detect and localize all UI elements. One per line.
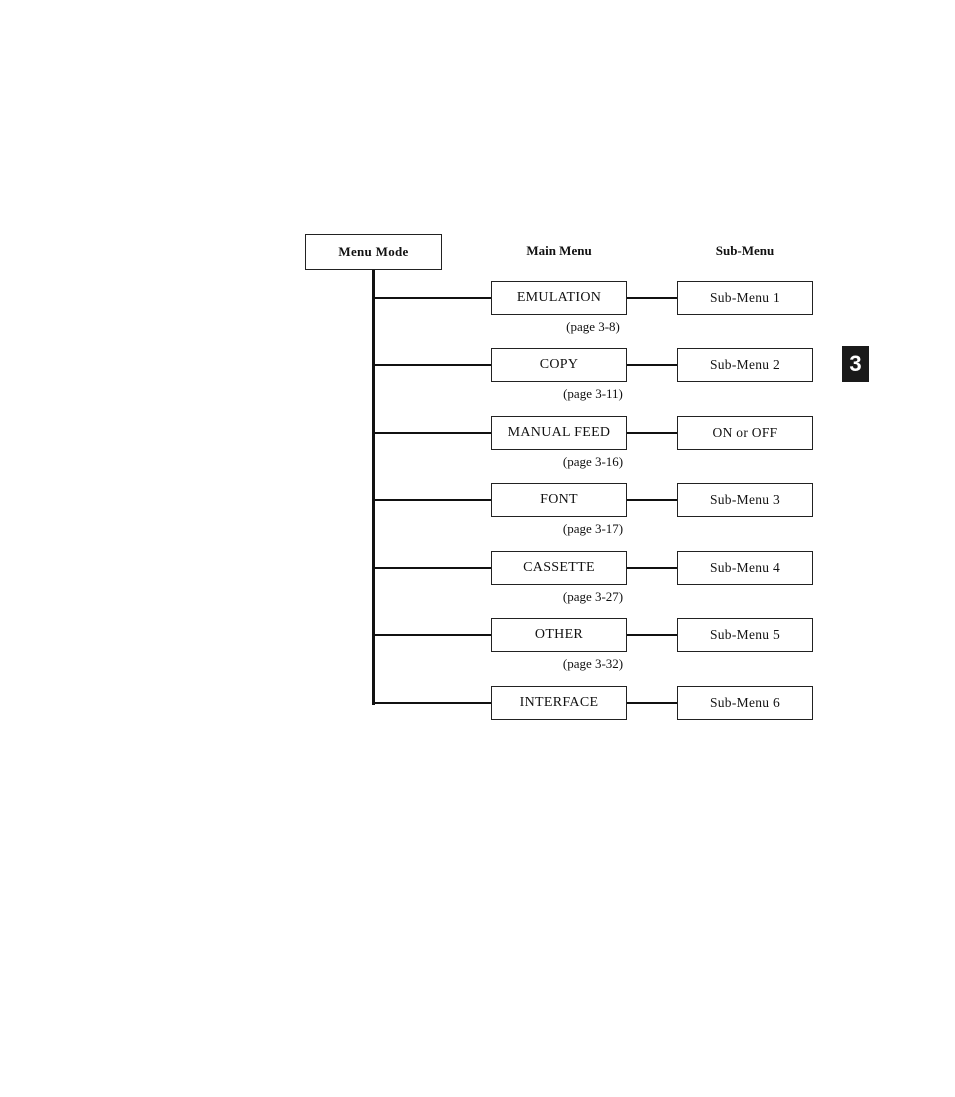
sub-menu-1: Sub-Menu 1 — [677, 281, 813, 315]
link-line-cassette — [627, 567, 678, 569]
sub-menu-2: Sub-Menu 2 — [677, 348, 813, 382]
page-ref-other: (page 3-32) — [543, 656, 643, 672]
main-menu-cassette: CASSETTE — [491, 551, 627, 585]
link-line-copy — [627, 364, 678, 366]
sub-menu-on-off: ON or OFF — [677, 416, 813, 450]
menu-mode-box: Menu Mode — [305, 234, 442, 270]
main-menu-manual-feed: MANUAL FEED — [491, 416, 627, 450]
link-line-manual-feed — [627, 432, 678, 434]
branch-line-copy — [372, 364, 492, 366]
tree-trunk-line — [372, 270, 375, 705]
page-ref-font: (page 3-17) — [543, 521, 643, 537]
branch-line-font — [372, 499, 492, 501]
branch-line-other — [372, 634, 492, 636]
link-line-emulation — [627, 297, 678, 299]
main-menu-emulation: EMULATION — [491, 281, 627, 315]
page-ref-copy: (page 3-11) — [543, 386, 643, 402]
main-menu-interface: INTERFACE — [491, 686, 627, 720]
link-line-interface — [627, 702, 678, 704]
page-ref-emulation: (page 3-8) — [543, 319, 643, 335]
page-ref-cassette: (page 3-27) — [543, 589, 643, 605]
main-menu-header: Main Menu — [489, 243, 629, 259]
branch-line-interface — [372, 702, 492, 704]
link-line-font — [627, 499, 678, 501]
sub-menu-3: Sub-Menu 3 — [677, 483, 813, 517]
page-ref-manual-feed: (page 3-16) — [543, 454, 643, 470]
sub-menu-5: Sub-Menu 5 — [677, 618, 813, 652]
chapter-tab: 3 — [842, 346, 869, 382]
main-menu-other: OTHER — [491, 618, 627, 652]
sub-menu-4: Sub-Menu 4 — [677, 551, 813, 585]
sub-menu-header: Sub-Menu — [675, 243, 815, 259]
link-line-other — [627, 634, 678, 636]
branch-line-cassette — [372, 567, 492, 569]
branch-line-manual-feed — [372, 432, 492, 434]
branch-line-emulation — [372, 297, 492, 299]
main-menu-font: FONT — [491, 483, 627, 517]
main-menu-copy: COPY — [491, 348, 627, 382]
sub-menu-6: Sub-Menu 6 — [677, 686, 813, 720]
